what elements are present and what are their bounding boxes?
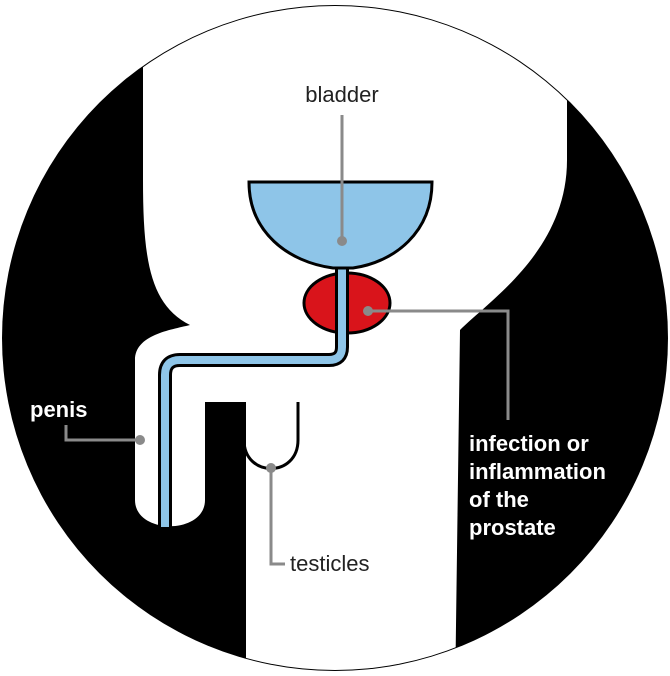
bladder-label: bladder: [305, 82, 378, 107]
penis-dot: [135, 435, 145, 445]
bladder-dot: [337, 236, 347, 246]
prostate-label-line-3: of the: [469, 487, 529, 512]
prostate-label-line-4: prostate: [469, 515, 556, 540]
testicles-label: testicles: [290, 551, 369, 576]
testicles-dot: [266, 463, 276, 473]
prostate-dot: [363, 306, 373, 316]
penis-label: penis: [30, 397, 87, 422]
prostate-label-line-2: inflammation: [469, 459, 606, 484]
prostate-label-line-1: infection or: [469, 431, 589, 456]
